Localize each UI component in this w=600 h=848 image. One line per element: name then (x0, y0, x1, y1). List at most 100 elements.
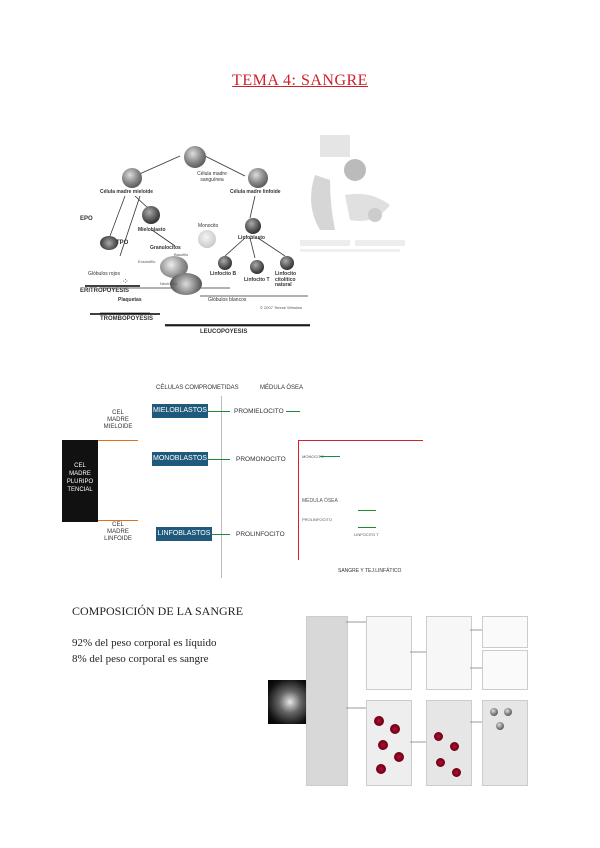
myeloid-stem-label: CEL MADRE MIELOIDE (98, 410, 138, 431)
myeloid-line-1: CEL (112, 410, 124, 416)
lymphocyte-t-small-label: LINFOCITO T (354, 532, 379, 537)
composition-diagram (304, 612, 530, 792)
arrow-lt2 (358, 527, 376, 528)
divider-bottom (98, 520, 138, 521)
rbc-4 (394, 752, 404, 762)
rbc-7 (450, 742, 459, 751)
rbc-8 (436, 758, 445, 767)
lymphoblast-label: Linfoblasto (238, 235, 265, 241)
wbc-1 (490, 708, 498, 716)
nk-cell (280, 256, 294, 270)
header-committed: CÉLULAS COMPROMETIDAS (156, 385, 239, 391)
pluripotent-line-1: CEL (74, 463, 86, 469)
rbc-9 (452, 768, 461, 777)
bone-marrow-figure (300, 135, 405, 260)
platelets-label: Plaquetas (118, 297, 142, 303)
lymphocyte-t-cell (250, 260, 264, 274)
plasma-box (366, 616, 412, 690)
rbc-1 (374, 716, 384, 726)
composition-line-1: 92% del peso corporal es líquido (72, 637, 217, 649)
myeloblasts-box: MIELOBLASTOS (152, 404, 208, 418)
arrow-lympho (212, 534, 230, 535)
promonocyte-label: PROMONOCITO (236, 456, 286, 463)
other-box (482, 650, 528, 690)
blood-micrograph (268, 680, 312, 724)
wbc-label: Glóbulos blancos (208, 297, 247, 303)
rbc-6 (434, 732, 443, 741)
prolympho-small-label: PROLINFOCITO (302, 517, 332, 522)
red-boundary-horizontal (298, 440, 423, 441)
myeloblast-cell (142, 206, 160, 224)
plasma-subbox (426, 616, 472, 690)
myeloblast-label: Mieloblasto (138, 227, 166, 233)
bone-marrow-sketch (300, 135, 405, 252)
rbc-5 (376, 764, 386, 774)
lymphoid-stem-label: CEL MADRE LINFOIDE (98, 522, 138, 543)
wbc-3 (496, 722, 504, 730)
pluripotent-box (62, 440, 98, 522)
rbc-cell (100, 236, 118, 250)
stem-cell (184, 146, 206, 168)
lymphocyte-b-cell (218, 256, 232, 270)
lymphoid-line-1: CEL (112, 522, 124, 528)
myeloid-cell (122, 168, 142, 188)
pluripotent-label: CEL MADRE PLURIPO TENCIAL (62, 462, 98, 494)
lymphoblast-cell (245, 218, 261, 234)
granulocyte-cluster-2 (170, 273, 202, 295)
monoblasts-box: MONOBLASTOS (152, 452, 208, 466)
arrow-mono (208, 459, 230, 460)
rbc-label: Glóbulos rojos (88, 271, 120, 277)
mono-small-label: MONOCITO (302, 454, 324, 459)
page-title: TEMA 4: SANGRE (232, 72, 368, 89)
promyelocyte-label: PROMIELOCITO (234, 408, 284, 415)
copyright-label: © 2007 Terese Winslow (260, 305, 303, 310)
blood-lymph-footer: SANGRE Y TEJ.LINFÁTICO (338, 568, 402, 574)
granulocyte-cluster (160, 256, 188, 278)
tpo-label: TPO (116, 240, 129, 246)
formed-elements-box (426, 700, 472, 786)
rbc-3 (378, 740, 388, 750)
prolymphocyte-label: PROLINFOCITO (236, 531, 285, 538)
myeloid-line-3: MIELOIDE (103, 424, 133, 430)
arrow-lt (358, 510, 376, 511)
plasma-column (306, 616, 348, 786)
lymphoid-line-2: MADRE (107, 529, 129, 535)
lymphoid-cell-label: Célula madre linfoide (230, 189, 281, 195)
eosinophil-label: Eosinófilo (138, 259, 156, 264)
platelets-icon: ⁘ (122, 277, 129, 286)
myeloid-line-2: MADRE (107, 417, 129, 423)
red-boundary-vertical (298, 440, 299, 560)
erythropoiesis-label: ERITROPOYESIS (80, 288, 130, 294)
cells-box (366, 700, 412, 786)
pluripotent-line-3: PLURIPO (66, 479, 94, 485)
lymphoid-line-3: LINFOIDE (104, 536, 132, 542)
lineage-figure: CÉLULAS COMPROMETIDAS MÉDULA ÓSEA CEL MA… (58, 382, 428, 582)
composition-heading: COMPOSICIÓN DE LA SANGRE (72, 604, 244, 618)
epo-label: EPO (80, 216, 93, 222)
monocyte-cell (198, 230, 216, 248)
proteins-box (482, 616, 528, 648)
lymphoid-cell (248, 168, 268, 188)
granulocytes-label: Granulocitos (150, 245, 181, 251)
wbc-2 (504, 708, 512, 716)
composition-connectors (346, 621, 482, 743)
arrow-myelo (208, 411, 230, 412)
divider-vertical (221, 396, 222, 578)
pluripotent-line-4: TENCIAL (67, 487, 93, 493)
rbc-2 (390, 724, 400, 734)
marrow-small-label: MÉDULA ÓSEA (302, 498, 338, 504)
stem-cell-label: Célula madre sanguínea (197, 171, 227, 183)
lymphocyte-t-label: Linfocito T (244, 277, 270, 283)
hematopoiesis-arrows (85, 155, 310, 327)
leucopoiesis-label: LEUCOPOYESIS (200, 329, 248, 335)
monocyte-label: Monocito (198, 223, 219, 229)
thrombopoiesis-label: TROMBOPOYESIS (100, 316, 154, 322)
lymphocyte-b-label: Linfocito B (210, 271, 237, 277)
composition-line-2: 8% del peso corporal es sangre (72, 653, 209, 665)
header-marrow: MÉDULA ÓSEA (260, 385, 304, 391)
lymphoblasts-box: LINFOBLASTOS (156, 527, 212, 541)
hematopoiesis-figure: Célula madre sanguínea Célula madre miel… (80, 138, 320, 338)
neutrophil-label: Neutrófilo (160, 281, 178, 286)
nk-label: Linfocito citolítico natural (275, 271, 297, 288)
divider-top (98, 440, 138, 441)
